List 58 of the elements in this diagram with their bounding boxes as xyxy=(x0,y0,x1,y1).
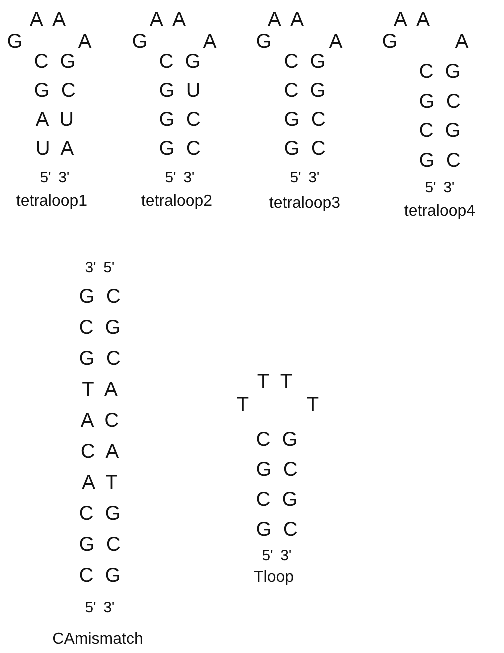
base-pair-letters: A C xyxy=(80,411,120,431)
base-pair-letters: C A xyxy=(80,442,120,462)
base-pair-letters: G C xyxy=(284,110,326,130)
loop-base-letter: A xyxy=(203,32,217,52)
base-pair-letters: G U xyxy=(159,81,201,101)
base-pair-letters: G C xyxy=(419,92,461,112)
base-pair-letters: G C xyxy=(79,287,121,307)
structure-name: tetraloop3 xyxy=(269,196,341,212)
base-pair-letters: G C xyxy=(79,349,121,369)
structure-name: Tloop xyxy=(254,570,294,586)
loop-base-letter: G xyxy=(382,32,398,52)
loop-base-letter: A xyxy=(455,32,469,52)
structure-name: tetraloop1 xyxy=(16,194,88,210)
loop-base-letter: A xyxy=(329,32,343,52)
base-pair-letters: C G xyxy=(419,121,461,141)
base-pair-letters: G C xyxy=(34,81,76,101)
strand-end-label: 3' 5' xyxy=(85,260,115,276)
base-pair-letters: G C xyxy=(79,535,121,555)
base-pair-letters: A A xyxy=(30,10,66,30)
strand-end-label: 5' 3' xyxy=(85,600,115,616)
loop-base-letter: G xyxy=(7,32,23,52)
base-pair-letters: C G xyxy=(284,52,326,72)
base-pair-letters: C G xyxy=(79,318,121,338)
base-pair-letters: U A xyxy=(36,139,74,159)
base-pair-letters: A A xyxy=(268,10,304,30)
base-pair-letters: T T xyxy=(257,372,293,392)
loop-base-letter: T xyxy=(306,395,320,415)
strand-end-label: 5' 3' xyxy=(262,548,292,564)
base-pair-letters: G C xyxy=(256,460,298,480)
loop-base-letter: T xyxy=(236,395,250,415)
base-pair-letters: T A xyxy=(82,380,118,400)
base-pair-letters: C G xyxy=(79,566,121,586)
loop-base-letter: A xyxy=(78,32,92,52)
structure-name: CAmismatch xyxy=(52,632,144,648)
base-pair-letters: C G xyxy=(34,52,76,72)
base-pair-letters: G C xyxy=(256,520,298,540)
strand-end-label: 5' 3' xyxy=(290,170,320,186)
structure-name: tetraloop2 xyxy=(141,194,213,210)
base-pair-letters: G C xyxy=(419,150,461,170)
base-pair-letters: C G xyxy=(159,52,201,72)
base-pair-letters: A U xyxy=(36,110,74,130)
base-pair-letters: A A xyxy=(150,10,186,30)
base-pair-letters: C G xyxy=(256,490,298,510)
base-pair-letters: C G xyxy=(419,62,461,82)
base-pair-letters: A A xyxy=(394,10,430,30)
base-pair-letters: C G xyxy=(284,81,326,101)
strand-end-label: 5' 3' xyxy=(165,170,195,186)
base-pair-letters: G C xyxy=(159,110,201,130)
base-pair-letters: A T xyxy=(82,473,118,493)
structure-name: tetraloop4 xyxy=(404,204,476,220)
base-pair-letters: G C xyxy=(284,139,326,159)
base-pair-letters: G C xyxy=(159,139,201,159)
base-pair-letters: C G xyxy=(256,430,298,450)
base-pair-letters: C G xyxy=(79,504,121,524)
strand-end-label: 5' 3' xyxy=(40,170,70,186)
strand-end-label: 5' 3' xyxy=(425,180,455,196)
loop-base-letter: G xyxy=(256,32,272,52)
loop-base-letter: G xyxy=(132,32,148,52)
